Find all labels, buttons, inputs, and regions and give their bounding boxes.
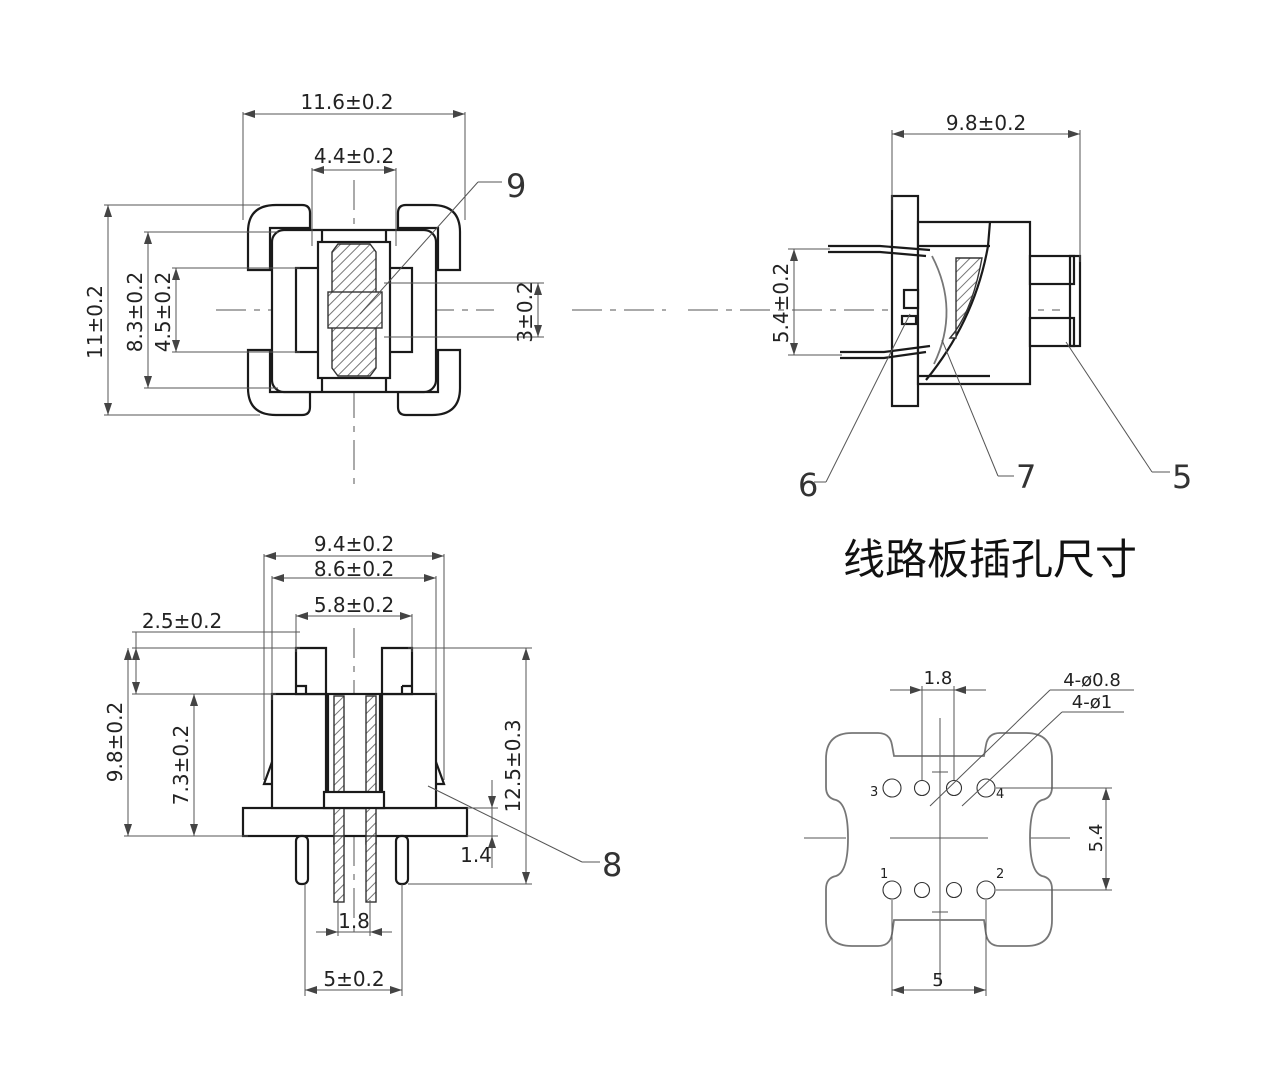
pcb-hole xyxy=(882,778,902,798)
pcb-hole xyxy=(913,779,931,797)
dim-overall-width: 11.6±0.2 xyxy=(300,90,393,114)
dim-pcb-pitch: 1.8 xyxy=(924,668,953,689)
pin-label-1: 1 xyxy=(880,867,888,882)
dim-row-spacing: 5.4 xyxy=(1086,824,1107,853)
dim-pin-length: 1.4 xyxy=(460,843,492,867)
pcb-hole xyxy=(945,779,963,797)
pcb-hole xyxy=(976,880,996,900)
pcb-layout: 1 2 3 4 1.8 4-ø0.8 4-ø1 5.4 5 xyxy=(804,668,1134,996)
dim-core-width: 4.4±0.2 xyxy=(314,144,394,168)
dim-overall-height: 11±0.2 xyxy=(83,285,107,359)
dim-pin-span-front: 5±0.2 xyxy=(323,967,384,991)
callout-6: 6 xyxy=(798,466,818,504)
dim-width-mid: 8.6±0.2 xyxy=(314,557,394,581)
dim-inner-height: 8.3±0.2 xyxy=(123,272,147,352)
pin-label-3: 3 xyxy=(870,785,878,800)
dim-depth: 9.8±0.2 xyxy=(946,111,1026,135)
callout-7: 7 xyxy=(1016,458,1036,496)
front-view: 9.4±0.2 8.6±0.2 5.8±0.2 2.5±0.2 9.8±0.2 xyxy=(103,532,622,996)
hole-callout-large: 4-ø1 xyxy=(1072,692,1112,713)
dim-height-total: 9.8±0.2 xyxy=(103,702,127,782)
dim-pin-pitch: 1.8 xyxy=(338,909,370,933)
dim-window-height: 4.5±0.2 xyxy=(151,272,175,352)
side-view: 9.8±0.2 5.4±0.2 6 7 5 xyxy=(572,111,1192,504)
dim-center-block: 3±0.2 xyxy=(513,281,537,342)
top-view: 11.6±0.2 4.4±0.2 11±0.2 8.3±0.2 4.5±0.2 xyxy=(83,90,544,490)
dim-step: 2.5±0.2 xyxy=(142,609,222,633)
pcb-layout-title: 线路板插孔尺寸 xyxy=(843,535,1137,584)
callout-8: 8 xyxy=(602,846,622,884)
pin-label-4: 4 xyxy=(996,787,1004,802)
dim-width-inner: 5.8±0.2 xyxy=(314,593,394,617)
hole-callout-small: 4-ø0.8 xyxy=(1063,670,1121,691)
dim-width-outer: 9.4±0.2 xyxy=(314,532,394,556)
callout-5: 5 xyxy=(1172,458,1192,496)
dim-height-overall: 12.5±0.3 xyxy=(501,719,525,812)
callout-9: 9 xyxy=(506,167,526,205)
pcb-hole xyxy=(945,881,963,899)
pcb-hole xyxy=(913,881,931,899)
dim-pin-span: 5.4±0.2 xyxy=(769,263,793,343)
pcb-hole xyxy=(976,778,996,798)
dim-height-body: 7.3±0.2 xyxy=(169,725,193,805)
pcb-hole xyxy=(882,880,902,900)
pin-label-2: 2 xyxy=(996,867,1004,882)
dim-col-span: 5 xyxy=(932,970,943,991)
